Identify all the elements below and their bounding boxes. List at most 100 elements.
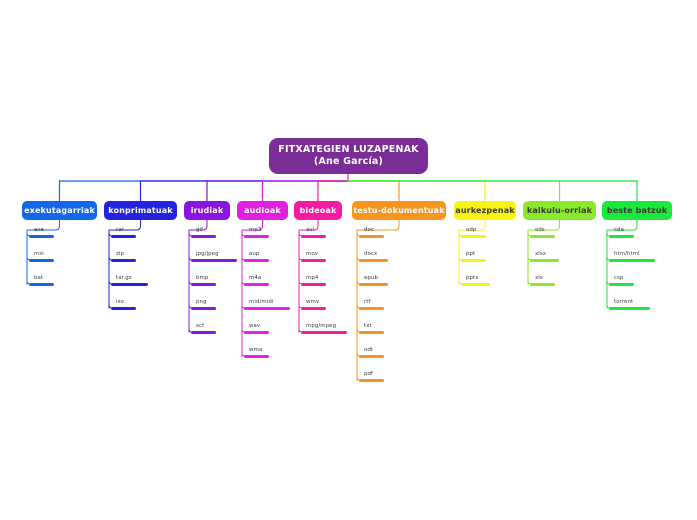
leaf-node[interactable]: wmv xyxy=(301,299,326,310)
leaf-node[interactable]: msi xyxy=(29,251,54,262)
leaf-node[interactable]: m4a xyxy=(244,275,269,286)
leaf-node[interactable]: csp xyxy=(609,275,634,286)
leaf-node[interactable]: scf xyxy=(191,323,216,334)
leaf-label: htm/html xyxy=(614,251,640,257)
leaf-underline xyxy=(111,234,136,238)
leaf-node[interactable]: ppt xyxy=(461,251,486,262)
leaf-node[interactable]: aup xyxy=(244,251,269,262)
branch-exekutagarriak[interactable]: exekutagarriak xyxy=(22,201,97,220)
leaf-underline xyxy=(461,282,490,286)
leaf-node[interactable]: txt xyxy=(359,323,384,334)
leaf-node[interactable]: avi xyxy=(301,227,326,238)
leaf-node[interactable]: mov xyxy=(301,251,326,262)
leaf-label: ods xyxy=(535,227,545,233)
leaf-label: torrent xyxy=(614,299,634,305)
branch-irudiak[interactable]: irudiak xyxy=(184,201,230,220)
leaf-node[interactable]: htm/html xyxy=(609,251,655,262)
leaf-underline xyxy=(244,354,269,358)
leaf-node[interactable]: pptx xyxy=(461,275,490,286)
leaf-underline xyxy=(244,282,269,286)
leaf-underline xyxy=(111,306,136,310)
branch-bideoak[interactable]: bideoak xyxy=(294,201,342,220)
leaf-label: epub xyxy=(364,275,378,281)
leaf-node[interactable]: jpg/jpeg xyxy=(191,251,237,262)
leaf-node[interactable]: mid/midi xyxy=(244,299,290,310)
leaf-node[interactable]: torrent xyxy=(609,299,651,310)
leaf-node[interactable]: ods xyxy=(530,227,555,238)
leaf-node[interactable]: png xyxy=(191,299,216,310)
leaf-label: avi xyxy=(306,227,315,233)
leaf-label: png xyxy=(196,299,207,305)
leaf-node[interactable]: mp4 xyxy=(301,275,326,286)
leaf-node[interactable]: tar.gz xyxy=(111,275,149,286)
leaf-node[interactable]: odt xyxy=(359,347,384,358)
leaf-label: odp xyxy=(466,227,477,233)
leaf-node[interactable]: docx xyxy=(359,251,388,262)
leaf-node[interactable]: odp xyxy=(461,227,486,238)
leaf-node[interactable]: cda xyxy=(609,227,634,238)
leaf-underline xyxy=(244,330,269,334)
leaf-underline xyxy=(29,282,54,286)
leaf-underline xyxy=(461,258,486,262)
leaf-label: wav xyxy=(249,323,261,329)
leaf-label: jpg/jpeg xyxy=(196,251,219,257)
leaf-node[interactable]: exe xyxy=(29,227,54,238)
branch-konprimatuak[interactable]: konprimatuak xyxy=(104,201,177,220)
branch-beste-batzuk[interactable]: beste batzuk xyxy=(602,201,672,220)
branch-kalkulu-orriak[interactable]: kalkulu-orriak xyxy=(523,201,596,220)
root-subtitle: (Ane García) xyxy=(313,156,384,167)
leaf-label: wmv xyxy=(306,299,320,305)
leaf-underline xyxy=(609,282,634,286)
leaf-label: mid/midi xyxy=(249,299,274,305)
leaf-node[interactable]: epub xyxy=(359,275,388,286)
leaf-label: mov xyxy=(306,251,319,257)
leaf-underline xyxy=(530,258,559,262)
leaf-node[interactable]: pdf xyxy=(359,371,384,382)
leaf-node[interactable]: bat xyxy=(29,275,54,286)
leaf-underline xyxy=(244,258,269,262)
branch-audioak[interactable]: audioak xyxy=(237,201,288,220)
leaf-underline xyxy=(609,234,634,238)
leaf-node[interactable]: xls xyxy=(530,275,555,286)
leaf-label: aup xyxy=(249,251,260,257)
leaf-label: txt xyxy=(364,323,372,329)
leaf-underline xyxy=(359,330,384,334)
leaf-underline xyxy=(301,282,326,286)
leaf-label: rar xyxy=(116,227,125,233)
branch-testu-dokumentuak[interactable]: testu-dokumentuak xyxy=(352,201,446,220)
leaf-node[interactable]: zip xyxy=(111,251,136,262)
leaf-underline xyxy=(301,306,326,310)
leaf-underline xyxy=(461,234,486,238)
leaf-label: zip xyxy=(116,251,125,257)
leaf-node[interactable]: wav xyxy=(244,323,269,334)
branch-label: irudiak xyxy=(190,206,224,215)
leaf-label: pdf xyxy=(364,371,374,377)
branch-aurkezpenak[interactable]: aurkezpenak xyxy=(454,201,516,220)
leaf-node[interactable]: rar xyxy=(111,227,136,238)
leaf-label: mp4 xyxy=(306,275,319,281)
leaf-underline xyxy=(29,234,54,238)
branch-label: kalkulu-orriak xyxy=(526,206,593,215)
leaf-label: cda xyxy=(614,227,624,233)
leaf-underline xyxy=(359,282,388,286)
leaf-underline xyxy=(359,378,384,382)
leaf-underline xyxy=(530,282,555,286)
leaf-label: wma xyxy=(249,347,263,353)
leaf-node[interactable]: doc xyxy=(359,227,384,238)
leaf-node[interactable]: mp3 xyxy=(244,227,269,238)
root-node[interactable]: FITXATEGIEN LUZAPENAK (Ane García) xyxy=(269,138,428,174)
leaf-underline xyxy=(29,258,54,262)
leaf-node[interactable]: wma xyxy=(244,347,269,358)
leaf-node[interactable]: xlsx xyxy=(530,251,559,262)
leaf-node[interactable]: iso xyxy=(111,299,136,310)
leaf-label: gif xyxy=(196,227,204,233)
leaf-label: xlsx xyxy=(535,251,547,257)
leaf-node[interactable]: gif xyxy=(191,227,216,238)
leaf-node[interactable]: rtf xyxy=(359,299,384,310)
branch-label: beste batzuk xyxy=(606,206,668,215)
branch-label: audioak xyxy=(244,206,281,215)
leaf-node[interactable]: bmp xyxy=(191,275,216,286)
leaf-node[interactable]: mpg/mpeg xyxy=(301,323,347,334)
leaf-underline xyxy=(191,330,216,334)
